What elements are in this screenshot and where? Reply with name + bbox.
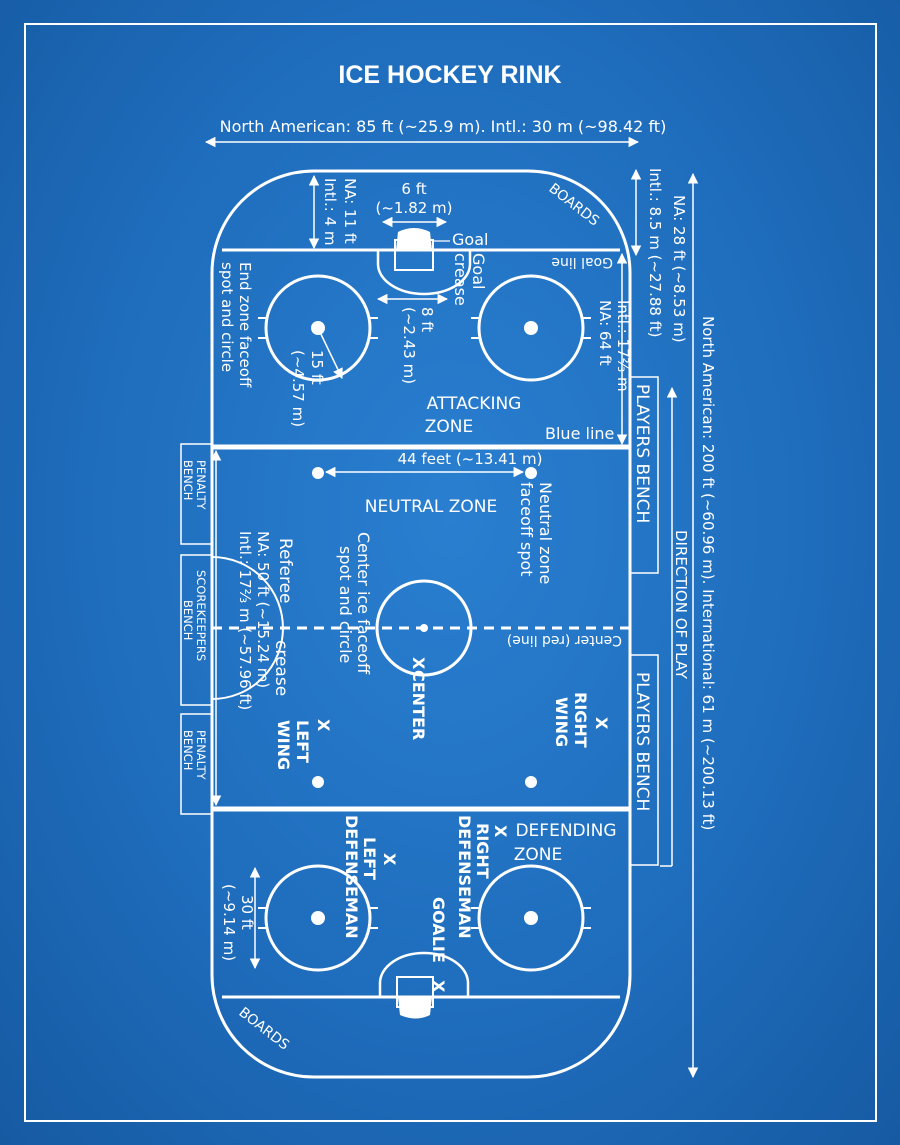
goal-label: Goal bbox=[452, 230, 488, 249]
corner-radius-intl: Intl.: 8.5 m (~27.88 ft) bbox=[646, 168, 664, 337]
goal-line-label: Goal line bbox=[551, 254, 613, 270]
neutral-spot-label-2: faceoff spot bbox=[517, 482, 536, 577]
neutral-spot-top-left bbox=[312, 467, 324, 479]
crease-width-ft: 8 ft bbox=[418, 307, 436, 332]
penalty-bench-top-label-1: PENALTY bbox=[194, 460, 208, 511]
page-title: ICE HOCKEY RINK bbox=[338, 61, 561, 89]
faceoff-circle-bottom-right bbox=[471, 864, 591, 972]
pos-center-x: X bbox=[409, 657, 428, 670]
pos-right-wing-x: X bbox=[592, 717, 611, 730]
neutral-spot-label-1: Neutral zone bbox=[536, 482, 555, 584]
players-bench-top-box bbox=[629, 376, 659, 574]
scorekeepers-bench-label-1: SCOREKEEPERS bbox=[194, 570, 208, 661]
goal-line-distance-na: NA: 11 ft bbox=[341, 178, 359, 244]
crease-label-goal: Goal bbox=[469, 253, 488, 289]
goal-to-blue-na: NA: 64 ft bbox=[596, 300, 614, 366]
goal-line-distance-intl: Intl.: 4 m bbox=[321, 178, 339, 246]
center-spot-label-2: spot and circle bbox=[336, 546, 355, 663]
pos-left-wing-label-1: LEFT bbox=[293, 720, 312, 763]
pos-right-wing-label-2: WING bbox=[552, 697, 571, 747]
end-circle-diameter-ft: 30 ft bbox=[238, 895, 256, 930]
width-dimension-label: North American: 85 ft (~25.9 m). Intl.: … bbox=[220, 117, 667, 136]
center-line-label: Center (red line) bbox=[507, 632, 622, 648]
center-ice-spot bbox=[420, 624, 428, 632]
neutral-zone-label: NEUTRAL ZONE bbox=[365, 497, 497, 517]
pos-left-defenseman-x: X bbox=[380, 853, 399, 866]
corner-radius-na: NA: 28 ft (~8.53 m) bbox=[670, 195, 688, 343]
attacking-zone-label-2: ZONE bbox=[425, 417, 474, 437]
penalty-bench-bottom-label-2: BENCH bbox=[181, 730, 195, 770]
end-zone-circle-label-2: spot and circle bbox=[218, 262, 236, 372]
pos-center-label: CENTER bbox=[409, 670, 428, 740]
boards-label-top: BOARDS bbox=[546, 181, 603, 230]
players-bench-top-label: PLAYERS BENCH bbox=[632, 384, 652, 523]
end-zone-circle-label-1: End zone faceoff bbox=[236, 262, 254, 388]
players-bench-bottom-box bbox=[629, 654, 659, 866]
referee-crease-label-2: crease bbox=[271, 640, 291, 696]
attacking-zone-label-1: ATTACKING bbox=[427, 394, 522, 414]
neutral-spot-top-right bbox=[525, 467, 537, 479]
defending-zone-label-1: DEFENDING bbox=[515, 821, 616, 841]
neutral-spot-bottom-right bbox=[525, 776, 537, 788]
center-spot-label-1: Center ice faceoff bbox=[354, 532, 373, 675]
faceoff-circle-top-right bbox=[471, 274, 591, 382]
pos-right-defenseman-x: X bbox=[491, 825, 510, 838]
neutral-spot-bottom-left bbox=[312, 776, 324, 788]
pos-right-defenseman-label-1: RIGHT bbox=[473, 823, 492, 879]
circle-radius-ft: 15 ft bbox=[308, 350, 326, 385]
pos-goalie-x: X bbox=[429, 980, 448, 993]
goal-width-m: (~1.82 m) bbox=[375, 199, 452, 217]
referee-crease-label-1: Referee bbox=[275, 538, 295, 604]
outer-frame bbox=[24, 23, 877, 1122]
center-ice-circle bbox=[375, 579, 473, 677]
players-bench-bottom-label: PLAYERS BENCH bbox=[632, 672, 652, 811]
pos-left-defenseman-label-1: LEFT bbox=[360, 837, 379, 880]
direction-of-play-label: DIRECTION OF PLAY bbox=[672, 530, 690, 680]
pos-right-defenseman-label-2: DEFENSEMAN bbox=[455, 815, 474, 939]
neutral-length-intl: Intl.: 17⅔ m (~57.96 ft) bbox=[236, 531, 254, 710]
pos-left-wing-x: X bbox=[314, 719, 333, 732]
scorekeepers-bench-label-2: BENCH bbox=[181, 600, 195, 640]
pos-goalie-label: GOALIE bbox=[429, 897, 448, 963]
faceoff-circle-bottom-left bbox=[258, 864, 378, 972]
goal-width-ft: 6 ft bbox=[401, 180, 426, 198]
length-dimension-label: North American: 200 ft (~60.96 m). Inter… bbox=[699, 316, 717, 830]
goal-bottom bbox=[378, 951, 470, 1019]
circle-radius-m: (~4.57 m) bbox=[289, 350, 307, 427]
boards-label-bottom: BOARDS bbox=[236, 1005, 293, 1054]
pos-left-wing-label-2: WING bbox=[274, 720, 293, 770]
penalty-bench-top-label-2: BENCH bbox=[181, 460, 195, 500]
pos-right-wing-label-1: RIGHT bbox=[571, 692, 590, 748]
pos-left-defenseman-label-2: DEFENSEMAN bbox=[342, 815, 361, 939]
crease-width-m: (~2.43 m) bbox=[400, 307, 418, 384]
neutral-length-na: NA: 50 ft (~15.24 m) bbox=[254, 531, 272, 688]
defending-zone-label-2: ZONE bbox=[514, 845, 563, 865]
goal-to-blue-intl: Intl.: 17⅔ m bbox=[614, 300, 632, 392]
penalty-bench-bottom-label-1: PENALTY bbox=[194, 730, 208, 781]
neutral-spot-spacing-label: 44 feet (~13.41 m) bbox=[398, 450, 543, 468]
end-circle-diameter-m: (~9.14 m) bbox=[220, 884, 238, 961]
blue-line-label: Blue line bbox=[545, 424, 614, 443]
crease-label-crease: crease bbox=[451, 253, 470, 306]
referee-crease bbox=[211, 556, 284, 700]
circle-radius-line bbox=[317, 327, 343, 379]
